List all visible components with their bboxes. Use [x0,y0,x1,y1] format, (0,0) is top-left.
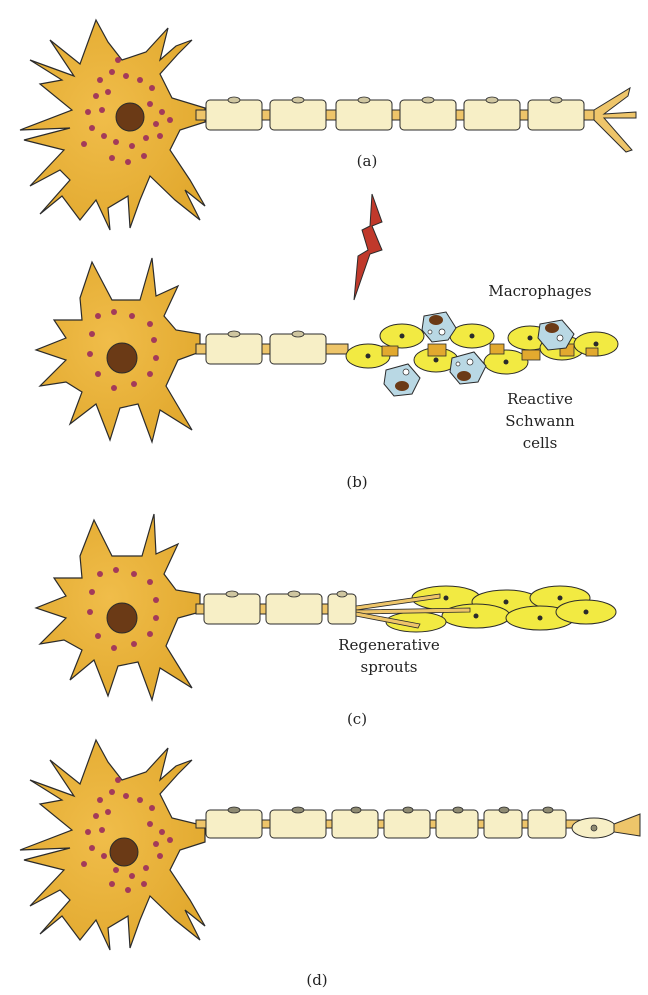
regenerative-label: Regenerative [338,636,440,654]
nucleus-a [116,103,144,131]
panel-d: (d) [20,740,640,989]
panel-b: Macrophages Reactive Schwann cells (b) [36,258,618,491]
cells-label: cells [523,434,558,452]
panel-label-c: (c) [347,710,367,728]
myelin-sheaths-d [206,810,566,838]
panel-label-b: (b) [346,473,367,491]
sprouts-label: sprouts [361,658,418,676]
neuron-a [20,20,636,230]
axon-terminal-a [594,88,636,152]
panel-label-d: (d) [306,971,327,989]
nucleus-b [107,343,137,373]
nucleus-d [110,838,138,866]
nucleus-c [107,603,137,633]
myelin-sheaths-c [204,594,356,624]
schwann-label: Schwann [505,412,575,430]
soma-a [20,20,205,230]
panel-c: Regenerative sprouts (c) [36,514,616,728]
lightning-bolt-injury-icon [354,194,382,300]
panel-label-a: (a) [357,152,378,170]
reactive-label: Reactive [507,390,573,408]
axon-terminal-d [614,814,640,836]
macrophages-label: Macrophages [488,282,591,300]
panel-a: (a) [20,20,636,230]
